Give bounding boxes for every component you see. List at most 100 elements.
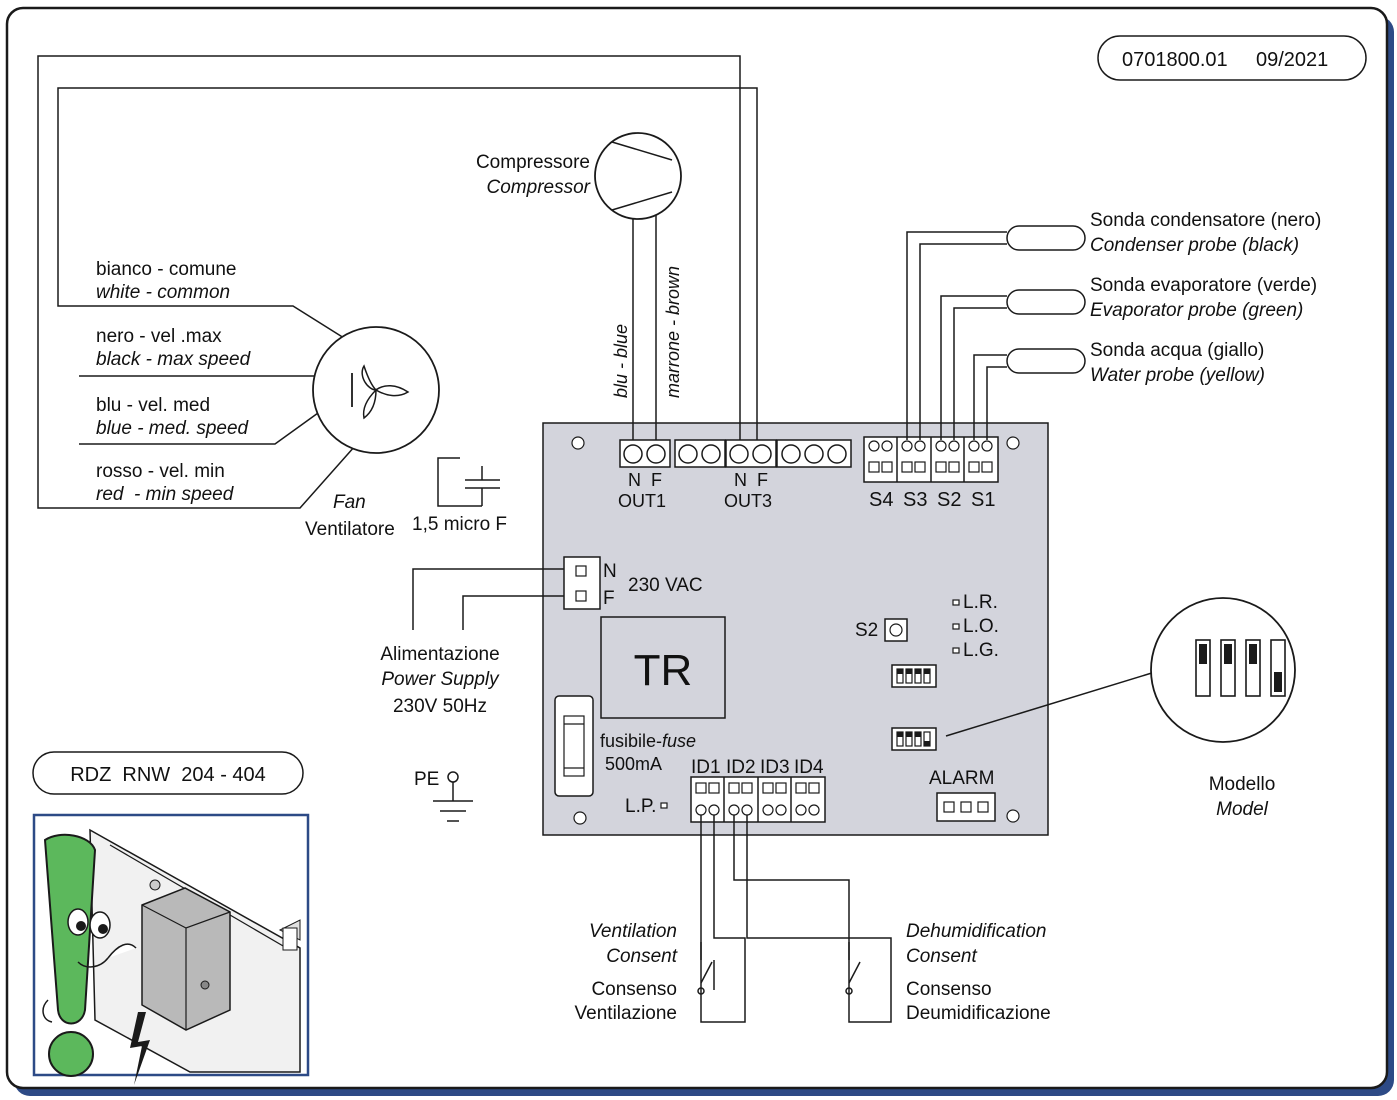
dehum-consent-it2: Deumidificazione: [906, 1003, 1051, 1024]
led-lp: [660, 802, 668, 809]
mount-hole-tr: [1006, 436, 1020, 450]
evaporator-probe: [1006, 289, 1086, 315]
compressor-label-it: Compressore: [476, 152, 590, 173]
led-lo-label: L.O.: [963, 616, 999, 637]
model-label-it: Modello: [1209, 774, 1276, 795]
button-s2: [884, 618, 908, 642]
sensor-terminal-blocks: [863, 436, 999, 483]
dehumidification-consent-switch: [845, 942, 861, 995]
mount-hole-bl: [573, 811, 587, 825]
out1-nf-label: N F: [628, 470, 662, 490]
fan-wire-black-it: nero - vel .max: [96, 326, 222, 347]
compressor-wire-brown: marrone - brown: [663, 266, 683, 398]
fan-wire-white-it: bianco - comune: [96, 259, 236, 280]
ventilation-consent-it2: Ventilazione: [575, 1003, 677, 1024]
fuse-label: fusibile-fuse: [600, 731, 696, 751]
control-board: [542, 422, 1049, 836]
fan-symbol: [312, 326, 440, 454]
digital-input-id2: ID2: [726, 757, 756, 778]
out3-label: OUT3: [724, 491, 772, 511]
model-label-en: Model: [1216, 799, 1269, 820]
dip-switch-upper: [891, 664, 937, 688]
fan-wire-blue-en: blue - med. speed: [96, 418, 250, 439]
dip-switch-model: [891, 727, 937, 751]
model-range-badge: RDZ RNW 204 - 404: [32, 751, 304, 795]
led-lg: [952, 647, 960, 654]
condenser-probe-it: Sonda condensatore (nero): [1090, 210, 1321, 231]
model-leader-line: [945, 671, 1156, 737]
condenser-probe-en: Condenser probe (black): [1090, 235, 1299, 256]
pe-label: PE: [414, 769, 439, 790]
lightning-icon: [130, 1012, 150, 1085]
evaporator-probe-en: Evaporator probe (green): [1090, 300, 1303, 321]
probe-wiring: [906, 231, 1007, 440]
button-s2-label: S2: [855, 620, 878, 641]
ventilation-consent-it1: Consenso: [591, 979, 677, 1000]
compressor-wiring: [632, 212, 657, 440]
power-supply-it: Alimentazione: [380, 644, 499, 665]
power-terminal: [563, 556, 601, 610]
doc-code-badge: 0701800.01 09/2021: [1097, 35, 1367, 81]
sensor-input-s3: S3: [903, 489, 927, 511]
mount-hole-tl: [571, 436, 585, 450]
warning-illustration: [32, 813, 310, 1085]
out3-nf-label: N F: [734, 470, 768, 490]
led-lo: [952, 623, 960, 630]
power-n-label: N: [603, 561, 617, 582]
compressor-label-en: Compressor: [487, 177, 591, 198]
alarm-terminal: [936, 792, 996, 822]
led-lr: [952, 599, 960, 606]
water-probe: [1006, 348, 1086, 374]
dehum-consent-en2: Consent: [906, 946, 977, 967]
output-connector-spare: [776, 439, 852, 468]
transformer: [600, 616, 726, 719]
ground-symbol: [433, 771, 473, 822]
lp-label: L.P.: [625, 796, 656, 817]
power-f-label: F: [603, 588, 615, 609]
dehum-consent-it1: Consenso: [906, 979, 992, 1000]
doc-date: 09/2021: [1256, 49, 1328, 71]
digital-input-id4: ID4: [794, 757, 824, 778]
fan-wiring: [37, 55, 758, 509]
output-connector-out3: [725, 439, 777, 468]
fan-wire-white-en: white - common: [96, 282, 230, 303]
fan-wire-blue-it: blu - vel. med: [96, 395, 210, 416]
dehum-consent-en1: Dehumidification: [906, 921, 1046, 942]
fuse-holder: [554, 695, 594, 797]
fan-label-it: Ventilatore: [305, 519, 395, 540]
power-supply-wiring: [412, 568, 564, 630]
digital-input-terminals: [690, 776, 826, 823]
power-supply-en: Power Supply: [381, 669, 500, 690]
fan-capacitor-label: 1,5 micro F: [412, 514, 507, 535]
sensor-input-s1: S1: [971, 489, 995, 511]
power-voltage-label: 230 VAC: [628, 575, 703, 596]
led-lr-label: L.R.: [963, 592, 998, 613]
ventilation-consent-switch: [697, 942, 715, 995]
transformer-label: TR: [634, 646, 693, 695]
ventilation-consent-en2: Consent: [606, 946, 677, 967]
condenser-probe: [1006, 225, 1086, 251]
model-switch-detail: [1150, 597, 1296, 743]
output-connector-blank: [674, 439, 726, 468]
fan-label-en: Fan: [333, 492, 366, 513]
sensor-input-s4: S4: [869, 489, 893, 511]
ventilation-consent-en1: Ventilation: [589, 921, 677, 942]
led-lg-label: L.G.: [963, 640, 999, 661]
water-probe-it: Sonda acqua (giallo): [1090, 340, 1264, 361]
evaporator-probe-it: Sonda evaporatore (verde): [1090, 275, 1317, 296]
power-supply-spec: 230V 50Hz: [393, 696, 487, 717]
output-connector-out1: [619, 439, 671, 468]
compressor-wire-blue: blu - blue: [611, 324, 631, 398]
sensor-input-s2: S2: [937, 489, 961, 511]
water-probe-en: Water probe (yellow): [1090, 365, 1265, 386]
fan-wire-red-it: rosso - vel. min: [96, 461, 225, 482]
fan-wire-black-en: black - max speed: [96, 349, 252, 370]
model-range: RDZ RNW 204 - 404: [70, 764, 266, 786]
out1-label: OUT1: [618, 491, 666, 511]
doc-code: 0701800.01: [1122, 49, 1228, 71]
fan-wire-red-en: red - min speed: [96, 484, 235, 505]
digital-input-id3: ID3: [760, 757, 790, 778]
mount-hole-br: [1006, 809, 1020, 823]
digital-input-id1: ID1: [691, 757, 721, 778]
